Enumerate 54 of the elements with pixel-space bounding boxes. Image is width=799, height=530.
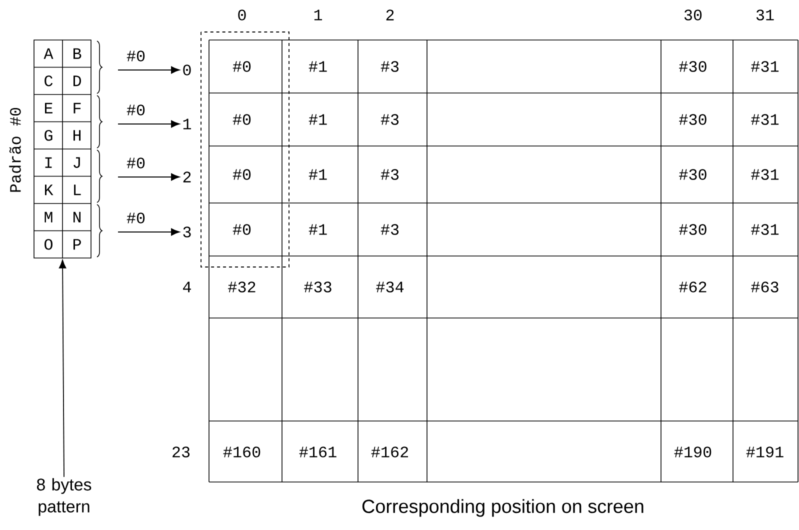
arrow: [58, 260, 66, 478]
cell-value: #30: [679, 169, 706, 180]
cell-value: #30: [679, 114, 706, 125]
cell-value: #191: [746, 446, 784, 458]
arrow: [118, 173, 180, 181]
cell-value: #0: [232, 224, 251, 235]
row-number: 4: [183, 282, 191, 292]
column-number: 0: [238, 10, 246, 20]
cell-value: #34: [376, 282, 404, 292]
cell-value: #3: [380, 169, 399, 180]
cell-value: #0: [232, 61, 251, 72]
cell-value: #30: [679, 61, 706, 72]
cell-value: #31: [751, 169, 779, 180]
cell-value: #160: [223, 446, 260, 458]
cell-value: #190: [674, 446, 712, 458]
cell-value: #1: [308, 61, 327, 72]
cell-value: #3: [380, 114, 399, 125]
column-number: 2: [386, 10, 394, 20]
cell-value: #31: [751, 224, 779, 235]
cell-value: #30: [679, 224, 706, 235]
cell-value: #3: [380, 224, 399, 235]
edge-label: #0: [126, 50, 145, 62]
cell-value: #63: [751, 282, 778, 292]
cell-value: #161: [299, 446, 336, 458]
cell-value: #1: [308, 224, 327, 235]
row-number: 2: [183, 172, 191, 182]
row-number: 0: [183, 64, 191, 76]
arrow: [118, 228, 180, 236]
edge-label: #0: [126, 104, 145, 116]
edge-label: #0: [126, 158, 145, 168]
cell-value: #1: [308, 114, 327, 125]
column-number: 31: [756, 10, 774, 20]
cell-value: #0: [232, 114, 251, 125]
arrow: [118, 120, 180, 128]
caption: Corresponding position on screen: [362, 499, 644, 517]
cell-value: #31: [751, 114, 779, 125]
cell-value: #3: [380, 61, 399, 72]
cell-value: #1: [308, 169, 327, 180]
pattern-table: A B C D E F G H I J K L M N O P: [34, 40, 92, 258]
cell-value: #162: [371, 446, 408, 458]
cell-value: #0: [232, 169, 251, 180]
side-label: Padrão #0: [9, 108, 21, 192]
cell-value: #32: [228, 282, 256, 292]
cell-value: #33: [304, 282, 332, 292]
column-number: 30: [684, 10, 702, 20]
column-number: 1: [314, 10, 322, 20]
row-number: 1: [183, 118, 192, 130]
note-text: 8 bytes pattern: [36, 478, 92, 516]
cell-value: #31: [751, 61, 779, 72]
row-number: 23: [172, 446, 190, 458]
cell-value: #62: [679, 282, 706, 292]
arrow: [118, 66, 180, 74]
row-number: 3: [183, 226, 191, 238]
edge-label: #0: [126, 212, 145, 224]
